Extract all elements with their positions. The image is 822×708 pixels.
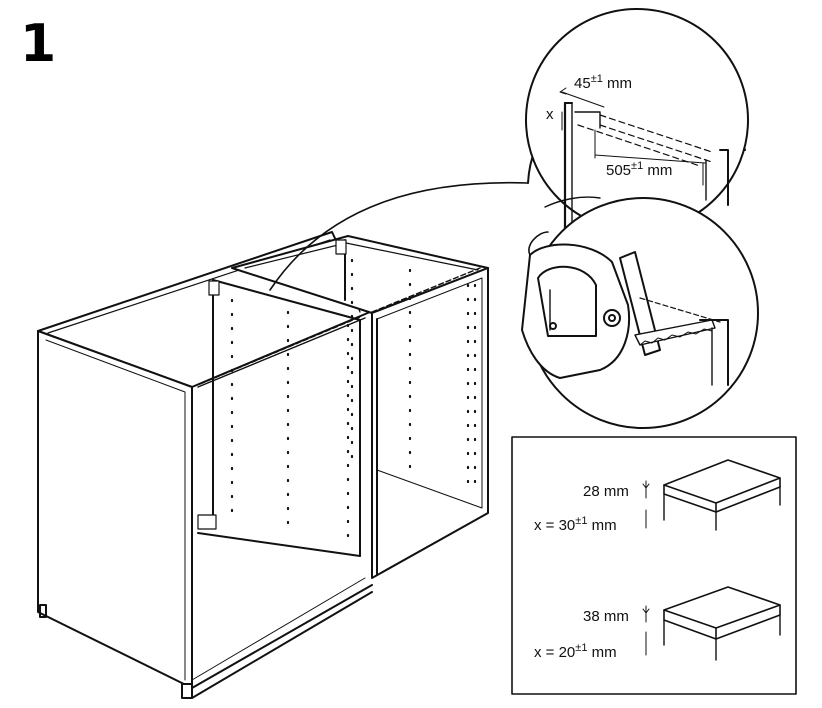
x-label: x: [546, 106, 554, 123]
step-number: 1: [20, 14, 57, 74]
dim-505-label: 505±1 mm: [606, 160, 673, 179]
worktop-28-x-value: x = 30±1 mm: [534, 515, 617, 534]
dim-45-label: 45±1 mm: [574, 73, 633, 92]
worktop-38-x-value: x = 20±1 mm: [534, 642, 617, 661]
detail-callout-saw: [521, 196, 759, 429]
detail-callout-top: [269, 8, 749, 291]
worktop-inset: [511, 436, 797, 695]
rail-notches: [199, 267, 481, 385]
worktop-28-thickness: 28 mm: [583, 483, 629, 500]
right-cabinet: [231, 235, 489, 579]
shelf-holes: [230, 258, 477, 547]
left-cabinet: [37, 231, 373, 699]
worktop-38-thickness: 38 mm: [583, 608, 629, 625]
